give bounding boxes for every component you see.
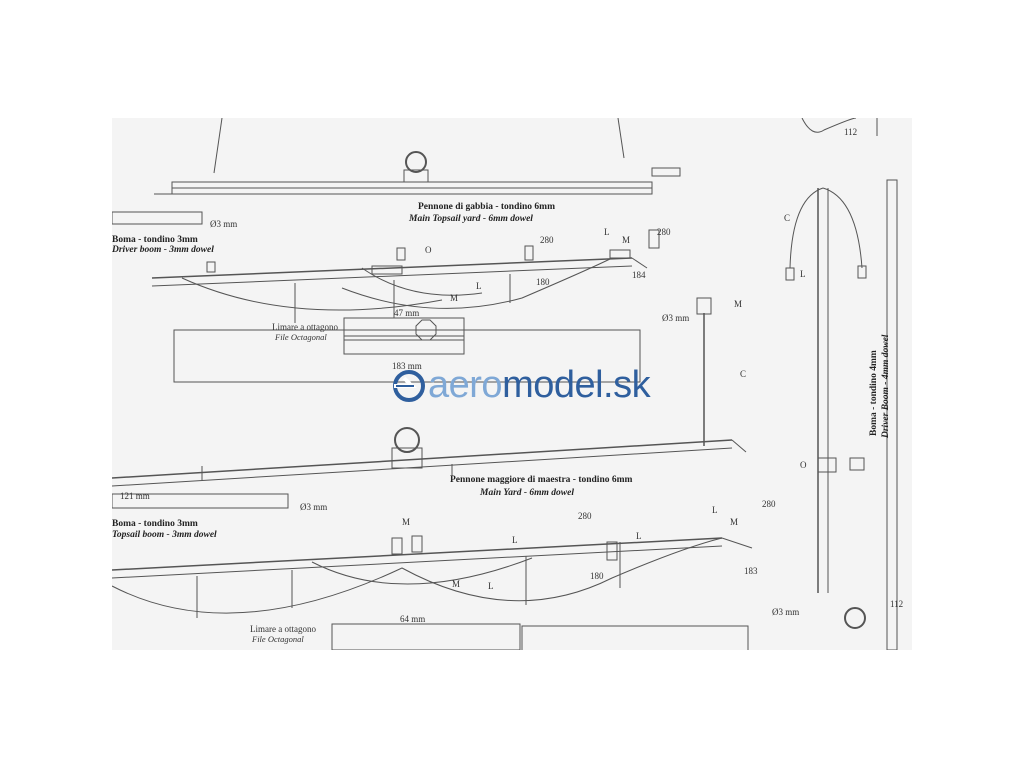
right-label-112b: 112	[890, 599, 904, 609]
topsail-label-280b: 280	[657, 227, 671, 237]
left-boom-top-title: Boma - tondino 3mm	[112, 235, 198, 245]
left-boom-bottom-len: 121 mm	[120, 491, 150, 501]
topsail-label-m: M	[622, 235, 631, 245]
topsail-label-180: 180	[536, 277, 550, 287]
airplane-logo-icon	[392, 369, 426, 403]
main-yard-subtitle: Main Yard - 6mm dowel	[480, 488, 574, 498]
left-boom-top-subtitle: Driver boom - 3mm dowel	[112, 245, 214, 255]
octagon-top-len: 47 mm	[394, 308, 420, 318]
main-yard-label-m3: M	[730, 517, 739, 527]
main-yard-title: Pennone maggiore di maestra - tondino 6m…	[450, 475, 633, 485]
right-label-o: O	[800, 460, 807, 470]
watermark-rest: model.sk	[502, 364, 651, 406]
main-yard-label-m1: M	[402, 517, 411, 527]
topsail-label-280a: 280	[540, 235, 554, 245]
driver-boom-subtitle: Driver Boom - 4mm dowel	[881, 334, 891, 438]
octagon-top-dia: Ø3 mm	[662, 313, 690, 323]
main-yard-label-280a: 280	[578, 511, 592, 521]
plan-sheet: Pennone di gabbia - tondino 6mm Main Top…	[112, 118, 912, 650]
octagon-bottom-label-en: File Octagonal	[252, 634, 304, 644]
right-label-dia: Ø3 mm	[772, 607, 800, 617]
main-yard-label-l3: L	[712, 505, 718, 515]
main-yard-label-180: 180	[590, 571, 604, 581]
octagon-top-label: Limare a ottagono	[272, 322, 338, 332]
topsail-label-m-low: M	[450, 293, 459, 303]
right-label-112a: 112	[844, 127, 858, 137]
octagon-top-label-en: File Octagonal	[275, 332, 327, 342]
main-yard-label-l-low: L	[488, 581, 494, 591]
left-boom-bottom-title: Boma - tondino 3mm	[112, 519, 198, 529]
driver-boom-title: Boma - tondino 4mm	[869, 350, 879, 436]
topsail-label-184: 184	[632, 270, 646, 280]
main-yard-label-l2: L	[636, 531, 642, 541]
watermark-prefix: aero	[428, 364, 503, 406]
topsail-label-l: L	[604, 227, 610, 237]
left-boom-bottom-subtitle: Topsail boom - 3mm dowel	[112, 530, 217, 540]
main-yard-label-l1: L	[512, 535, 518, 545]
right-label-l: L	[800, 269, 806, 279]
topsail-label-l-low: L	[476, 281, 482, 291]
hanger-label-m: M	[734, 299, 743, 309]
octagon-bottom-label: Limare a ottagono	[250, 624, 316, 634]
main-yard-label-280b: 280	[762, 499, 776, 509]
left-boom-bottom-dia: Ø3 mm	[300, 502, 328, 512]
right-label-c1: C	[784, 213, 791, 223]
main-yard-label-183: 183	[744, 566, 758, 576]
hanger-label-c: C	[740, 369, 747, 379]
topsail-yard-subtitle: Main Topsail yard - 6mm dowel	[409, 214, 533, 224]
octagon-top-long: 183 mm	[392, 361, 422, 371]
left-boom-top-dia: Ø3 mm	[210, 219, 238, 229]
topsail-yard-title: Pennone di gabbia - tondino 6mm	[418, 202, 555, 212]
main-yard-label-m-low: M	[452, 579, 461, 589]
drawing-lines	[112, 118, 898, 650]
topsail-label-o: O	[425, 245, 432, 255]
aeromodel-watermark: aeromodel.sk	[392, 364, 651, 406]
octagon-bottom-len: 64 mm	[400, 614, 426, 624]
